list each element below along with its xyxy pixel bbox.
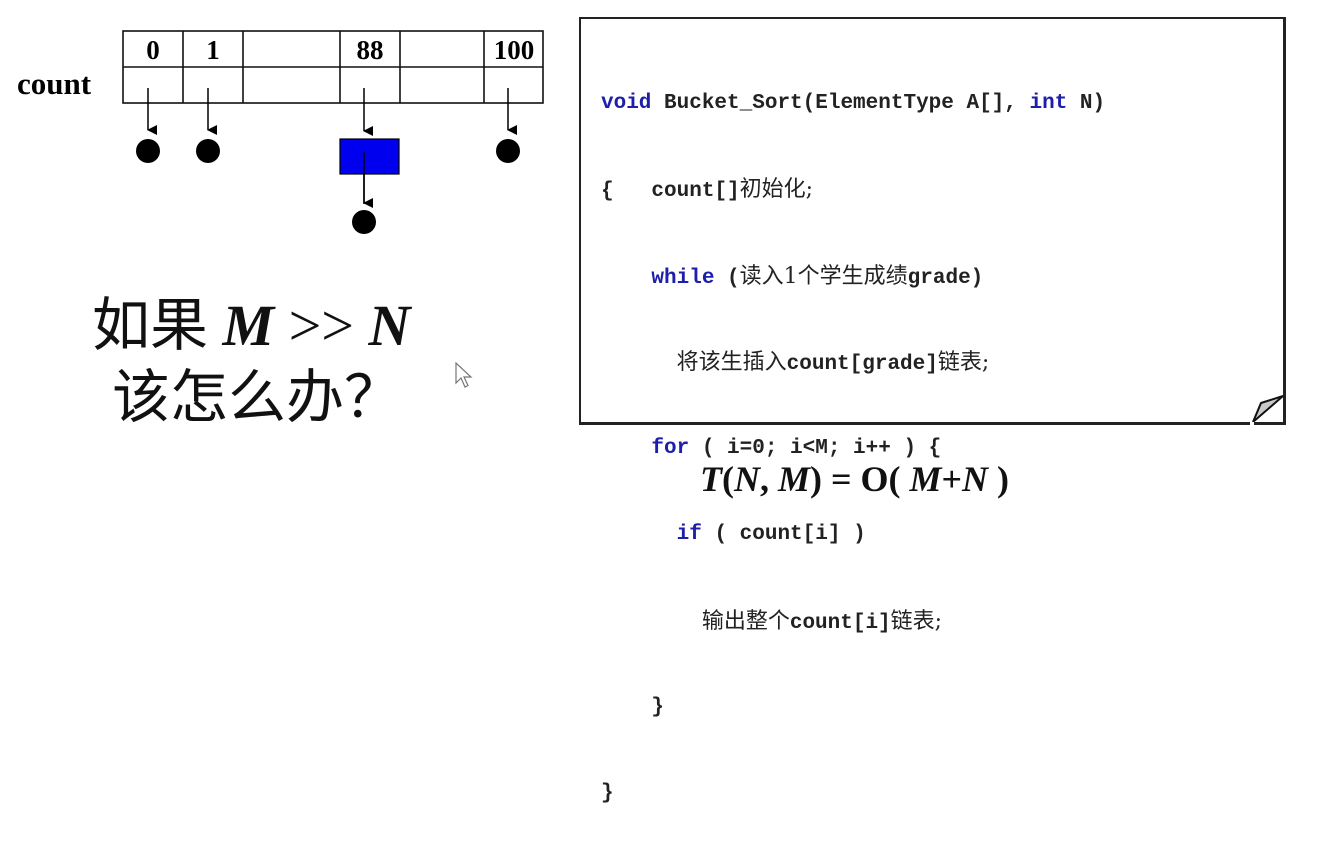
bucket-array-diagram: 0 1 88 100 — [122, 30, 544, 234]
code-line-4: 将该生插入count[grade]链表; — [676, 349, 990, 376]
column-header-0: 0 — [146, 35, 160, 65]
page-curl-icon — [1250, 395, 1284, 425]
code-line-8: } — [651, 696, 665, 720]
count-array-table — [122, 30, 544, 104]
mouse-cursor-icon — [455, 362, 473, 388]
code-line-3: while (读入1个学生成绩grade) — [651, 263, 984, 290]
count-array-label: count — [17, 66, 92, 101]
list-node — [339, 138, 400, 175]
column-header-100: 100 — [494, 35, 535, 65]
code-line-9: } — [601, 782, 614, 806]
bucket-sort-code: void Bucket_Sort(ElementType A[], int N)… — [601, 38, 1105, 861]
code-line-7: 输出整个count[i]链表; — [701, 608, 943, 635]
question-text: 如果 M >> N 该怎么办？ — [92, 290, 410, 434]
null-node — [352, 210, 376, 234]
code-line-5: for ( i=0; i<M; i++ ) { — [651, 437, 942, 461]
question-line-2: 该怎么办？ — [112, 365, 403, 430]
null-node — [196, 139, 220, 163]
question-line-1: 如果 M >> N — [92, 293, 411, 358]
column-header-1: 1 — [206, 35, 220, 65]
complexity-formula: T(N, M) = O( M+N ) — [700, 459, 1010, 499]
code-line-1: void Bucket_Sort(ElementType A[], int N) — [601, 92, 1106, 115]
column-header-88: 88 — [357, 35, 384, 65]
null-node — [496, 139, 520, 163]
code-line-2: { count[]初始化; — [601, 177, 814, 204]
code-line-6: if ( count[i] ) — [676, 523, 866, 547]
null-node — [136, 139, 160, 163]
code-listing-box: void Bucket_Sort(ElementType A[], int N)… — [579, 17, 1286, 805]
